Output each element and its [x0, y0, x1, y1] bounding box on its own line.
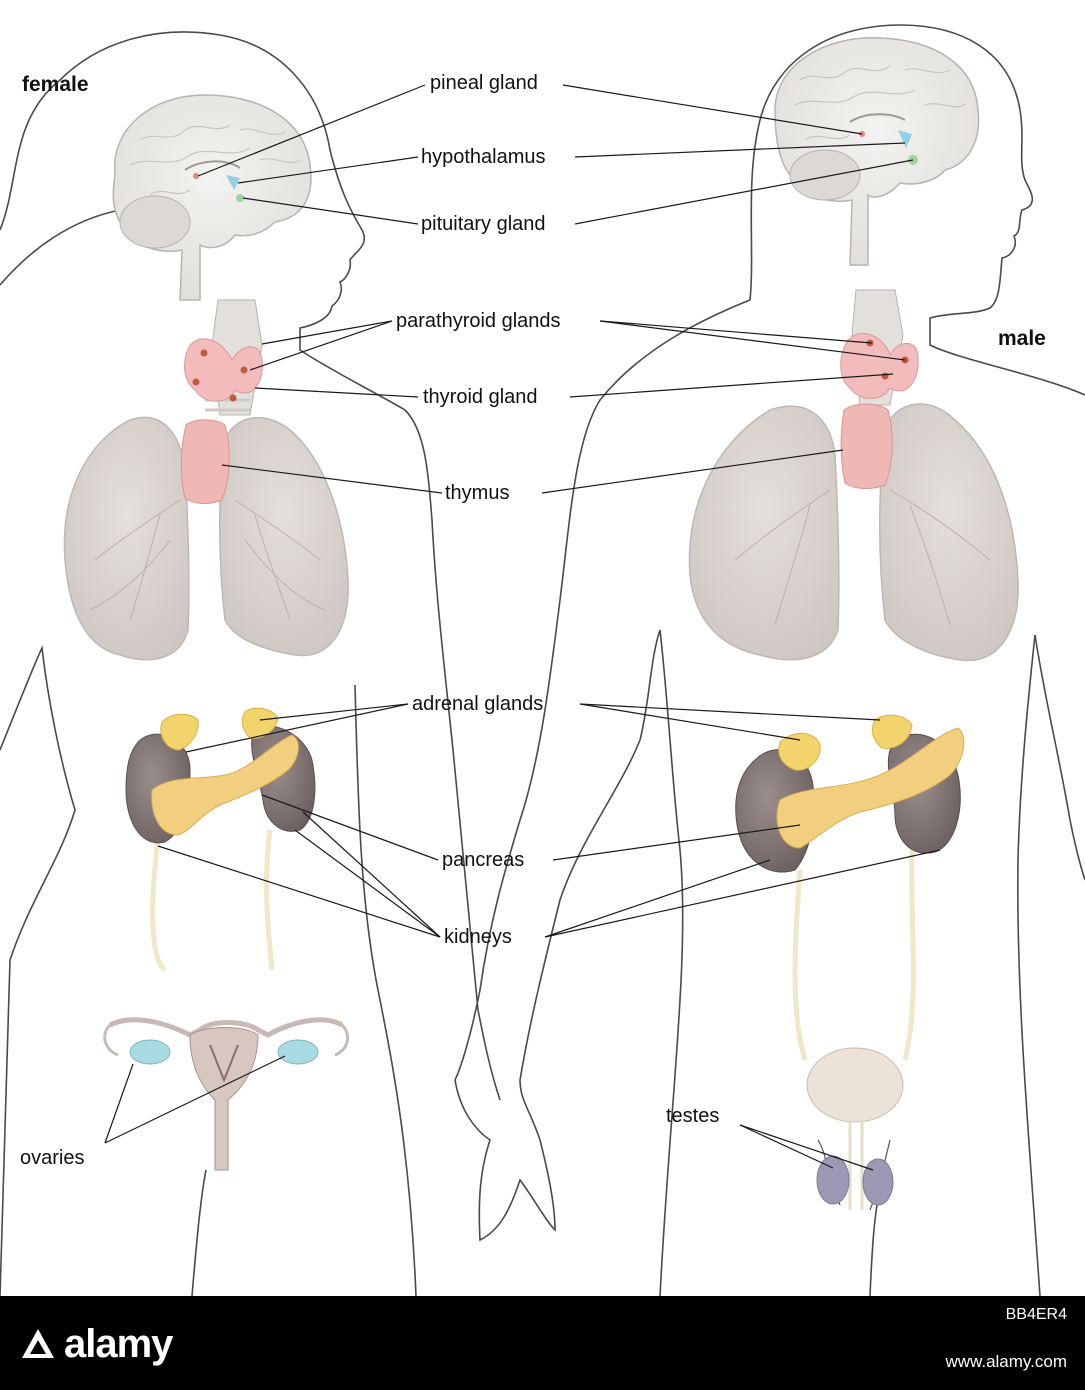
- male-body-outline: [454, 24, 1085, 1296]
- male-abdomen-organs: [735, 714, 965, 1211]
- male-right-adrenal: [778, 732, 821, 771]
- female-pineal-dot: [193, 173, 199, 179]
- male-right-lung: [688, 405, 840, 661]
- female-label: female: [22, 73, 89, 96]
- leader-lines: [104, 84, 941, 1171]
- site-url[interactable]: www.alamy.com: [945, 1352, 1067, 1371]
- pancreas-label: pancreas: [442, 849, 525, 871]
- endocrine-illustration: [0, 24, 1085, 1296]
- pineal-gland-label: pineal gland: [430, 72, 538, 94]
- left-ovary: [277, 1039, 319, 1065]
- hypothalamus-label: hypothalamus: [421, 146, 546, 168]
- adrenal-glands-label: adrenal glands: [412, 693, 544, 715]
- female-reproductive: [103, 1017, 350, 1171]
- male-left-lung: [879, 403, 1019, 662]
- thymus-label: thymus: [445, 482, 510, 504]
- male-brain: [774, 37, 980, 266]
- male-left-adrenal: [871, 714, 913, 749]
- female-thymus: [180, 419, 230, 504]
- female-right-lung: [63, 416, 190, 661]
- uterus: [189, 1027, 259, 1171]
- male-label: male: [998, 327, 1046, 350]
- female-body-outline: [0, 31, 501, 1296]
- pituitary-gland-label: pituitary gland: [421, 213, 546, 235]
- female-hypothalamus-mark: [226, 175, 240, 190]
- parathyroid-glands-label: parathyroid glands: [396, 310, 561, 332]
- image-id: BB4ER4: [1005, 1306, 1067, 1323]
- male-chest-organs: [688, 289, 1019, 662]
- female-brain: [112, 94, 312, 301]
- ovaries-label: ovaries: [20, 1147, 85, 1169]
- male-left-testis: [862, 1158, 894, 1206]
- female-pancreas: [151, 734, 299, 836]
- footer-bar: alamy BB4ER4 www.alamy.com: [0, 1296, 1085, 1390]
- brand-wordmark: alamy: [64, 1321, 173, 1366]
- female-left-lung: [219, 416, 349, 657]
- female-pituitary-dot: [236, 194, 244, 202]
- male-thymus: [840, 403, 893, 489]
- female-abdomen-organs: [125, 707, 316, 973]
- male-pancreas: [776, 727, 965, 849]
- female-right-adrenal: [160, 713, 199, 751]
- male-thyroid: [840, 332, 919, 399]
- right-ovary: [129, 1039, 171, 1065]
- testes-label: testes: [666, 1105, 720, 1127]
- thyroid-gland-label: thyroid gland: [423, 386, 538, 408]
- brand-logo: alamy: [20, 1314, 173, 1374]
- kidneys-label: kidneys: [444, 926, 512, 948]
- brand-logo-icon: [22, 1329, 54, 1358]
- male-hypothalamus-mark: [898, 130, 912, 148]
- male-bladder: [806, 1047, 904, 1123]
- diagram-canvas: female male pineal gland hypothalamus pi…: [0, 24, 1085, 1296]
